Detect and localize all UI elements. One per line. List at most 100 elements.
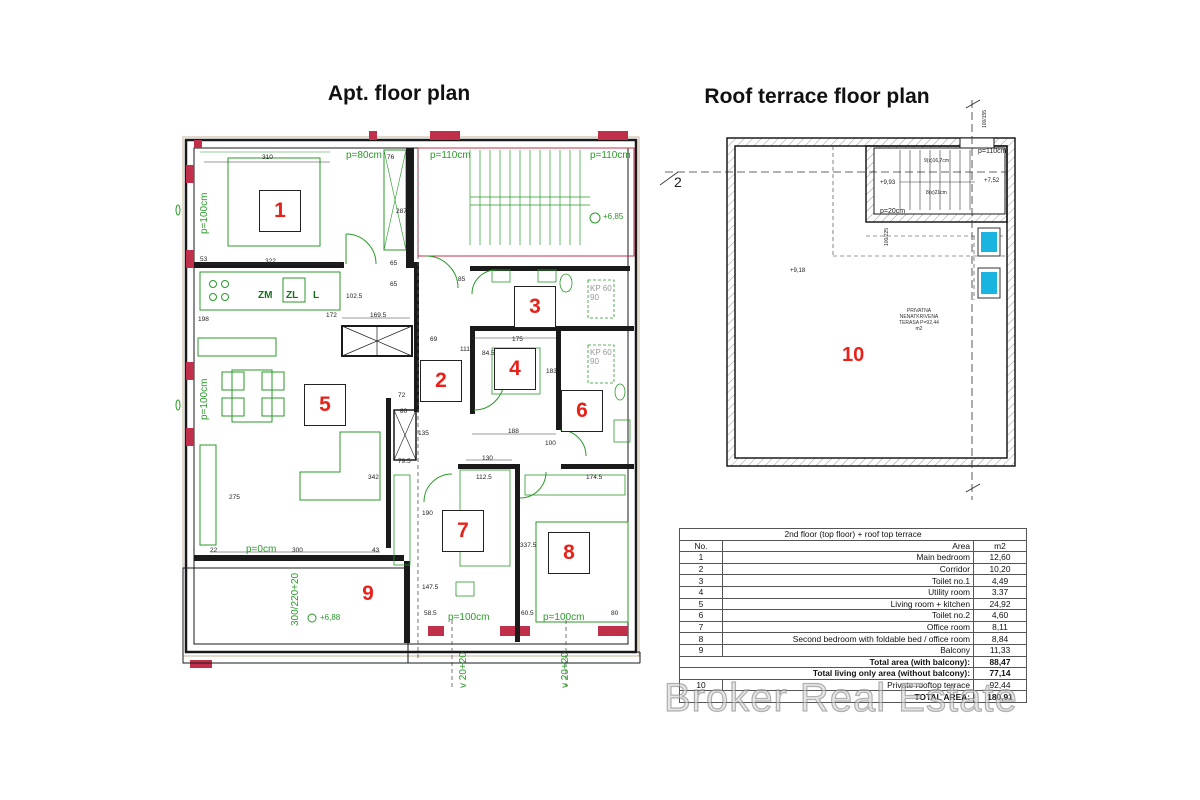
sink-toilet1b (537, 269, 557, 283)
table-row: 1 Main bedroom 12,60 (679, 551, 1027, 564)
header-no: No. (679, 539, 723, 553)
dim-322: 322 (265, 258, 276, 265)
table-row: 6 Toilet no.2 4,60 (679, 609, 1027, 622)
terrace-value: 92,44 (973, 678, 1027, 692)
row-area: Balcony (722, 643, 974, 657)
roof-stair-treads (899, 150, 975, 210)
stove-burners (209, 280, 229, 301)
sofa (299, 431, 381, 501)
wall-mid (386, 398, 391, 548)
dim-85: 85 (458, 276, 466, 283)
room-label-3: 3 (514, 286, 556, 328)
wall-room4-left (470, 326, 475, 414)
kitchen-zl: ZL (286, 290, 299, 301)
wall-toilet1-left (470, 266, 630, 271)
wardrobe-room7 (393, 474, 411, 566)
dim-605: 60.5 (521, 610, 534, 617)
table-row: 3 Toilet no.1 4,49 (679, 574, 1027, 587)
roof-level-752: +7,52 (984, 178, 1000, 184)
dim-1025: 102.5 (346, 293, 363, 300)
window-left-2 (186, 250, 194, 268)
window-top-3 (430, 131, 460, 140)
wall-room7-top (458, 464, 518, 469)
area-table-title: 2nd floor (top floor) + roof top terrace (679, 528, 1027, 541)
roof-stairs-b: 8(x)21cm (926, 190, 947, 196)
dim-1745: 174.5 (586, 474, 603, 481)
dim-80b: 80 (611, 610, 619, 617)
wall-room7-right (515, 464, 520, 642)
kitchen-island (197, 337, 277, 357)
note-p100-mid: p=100cm (199, 378, 210, 420)
dim-310: 310 (262, 154, 273, 161)
row-no: 1 (679, 551, 723, 564)
row-no: 4 (679, 585, 723, 599)
note-level-688: +6,88 (320, 613, 341, 622)
outer-wall-outer (182, 136, 640, 657)
table-row: 2 Corridor 10,20 (679, 562, 1027, 576)
row-m2: 11,33 (973, 643, 1027, 657)
dim-65b: 65 (390, 281, 398, 288)
dim-100: 100 (545, 440, 556, 447)
room-label-9: 9 (362, 582, 374, 605)
room-label-5: 5 (304, 384, 346, 426)
wall-corridor-v1 (414, 262, 419, 412)
room-label-7: 7 (442, 510, 484, 552)
table-row: 9 Balcony 11,33 (679, 643, 1027, 657)
wall-room5-bottom (194, 555, 404, 561)
bed-room8 (535, 521, 629, 623)
row-area: Living room + kitchen (722, 597, 974, 611)
terrace-row: 10 Private rooftop terrace 92,44 (679, 678, 1027, 692)
shower-kp-2: KP 60 90 (590, 348, 612, 366)
row-m2: 24,92 (973, 597, 1027, 611)
total-with-balcony-label: Total area (with balcony): (679, 655, 974, 669)
roof-terrace-note: PRIVATNA NENATKRIVENA TERASA P=92,44 m2 (899, 308, 939, 332)
window-left-3 (186, 362, 194, 380)
row-area: Main bedroom (722, 551, 974, 564)
window-left-4 (186, 428, 194, 446)
row-area: Utility room (722, 585, 974, 599)
sink-toilet1 (491, 269, 511, 283)
note-window-bottom-2: v 20+20 (560, 652, 571, 688)
row-m2: 8,11 (973, 620, 1027, 634)
window-top-1 (194, 140, 202, 148)
room-label-10: 10 (842, 344, 865, 366)
row-m2: 3.37 (973, 585, 1027, 599)
skylight-2-glass (981, 272, 997, 294)
dining-chairs (221, 371, 285, 417)
dim-135: 135 (418, 430, 429, 437)
dim-585: 58.5 (424, 610, 437, 617)
roof-dim-100-155: 100/155 (982, 109, 988, 128)
shower-toilet2 (587, 344, 615, 384)
dim-183: 183 (546, 368, 557, 375)
roof-stairs-a: 9(x)16,7cm (924, 158, 950, 164)
dim-795: 79.5 (398, 458, 411, 465)
note-level-685: +6,85 (603, 212, 624, 221)
row-m2: 4,60 (973, 609, 1027, 622)
kitchen-counter (199, 271, 341, 311)
dim-72: 72 (398, 392, 406, 399)
room-label-2: 2 (420, 360, 462, 402)
room-label-4: 4 (494, 348, 536, 390)
header-area: Area (722, 539, 974, 553)
row-m2: 12,60 (973, 551, 1027, 564)
dim-69: 69 (430, 336, 438, 343)
shower-kp-1: KP 60 90 (590, 284, 612, 302)
wall-balcony-right (404, 561, 410, 643)
shaft (393, 409, 417, 461)
kitchen-zm: ZM (258, 290, 273, 301)
dim-188: 188 (508, 428, 519, 435)
wall-room6 (556, 326, 634, 331)
terrace-label: Private rooftop terrace (722, 678, 974, 692)
apartment-plan (175, 131, 641, 690)
terrace-no: 10 (679, 678, 723, 692)
total-with-balcony-value: 88,47 (973, 655, 1027, 669)
wc-toilet1 (559, 273, 573, 293)
row-no: 8 (679, 632, 723, 645)
stair-treads (469, 150, 590, 245)
shower-toilet1 (587, 279, 615, 319)
roof-stair-inner (873, 147, 1006, 215)
total-living-value: 77,14 (973, 667, 1027, 680)
table-row: 4 Utility room 3.37 (679, 585, 1027, 599)
dim-53: 53 (200, 256, 208, 263)
note-p100-top: p=100cm (199, 192, 210, 234)
